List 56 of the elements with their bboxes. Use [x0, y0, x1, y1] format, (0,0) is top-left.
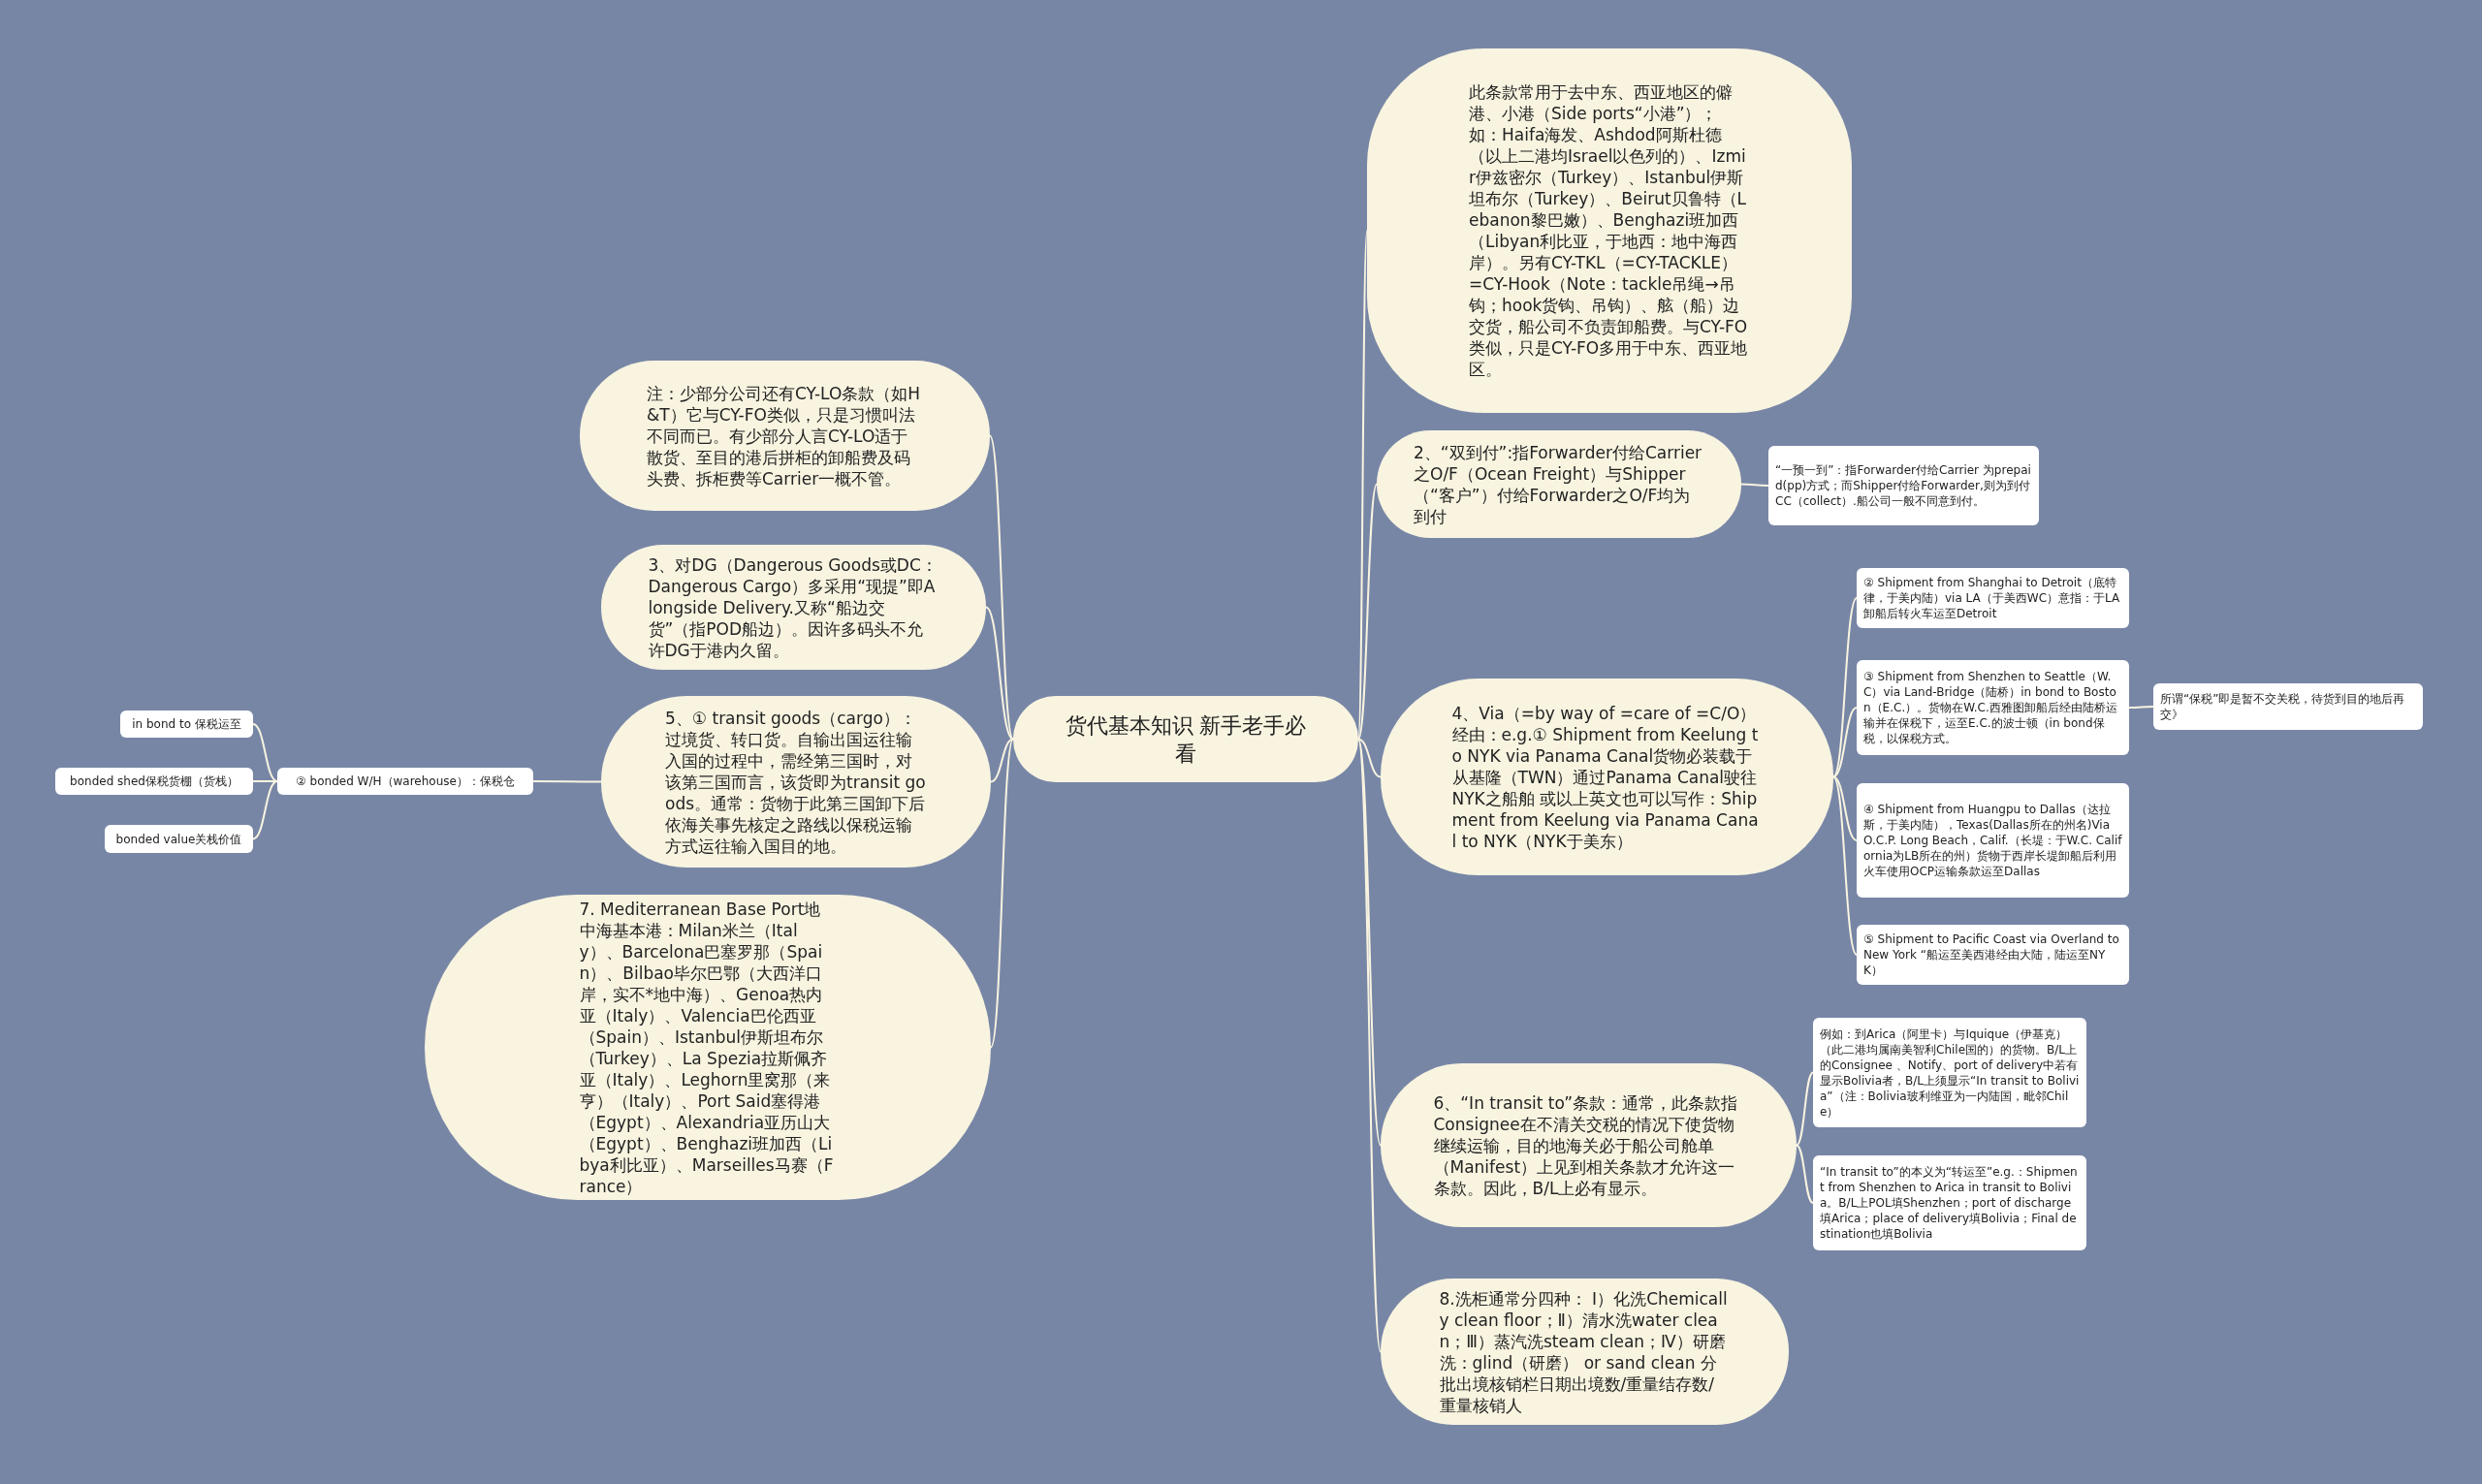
connector-line: [1357, 738, 1382, 1147]
connector-line: [989, 434, 1014, 741]
note-box: [105, 825, 253, 853]
topic-text: 8.洗柜通常分四种： Ⅰ）化洗Chemically clean floor；Ⅱ）清水洗water clean；Ⅲ）蒸汽洗steam clean；Ⅳ）研磨洗：glind（研磨） or sand clean 分批出境核销栏日期出境数/重量结存数/重量核销人: [1439, 1287, 1729, 1416]
connector-line: [1832, 707, 1858, 778]
note-box: [1857, 568, 2129, 628]
note-box: [2153, 683, 2423, 730]
note-box: [120, 710, 253, 738]
note-box: [277, 768, 533, 795]
connector-line: [1832, 775, 1858, 841]
topic-bubble: [1381, 1279, 1789, 1425]
connector-line: [2128, 706, 2154, 709]
topic-text: 6、“In transit to”条款：通常，此条款指Consignee在不清关交税的情况下使货物继续运输，目的地海关必于船公司舱单（Manifest）上见到相关条款才允许这一条款。因此，B/L上必有显示。: [1433, 1091, 1739, 1199]
topic-text: 注：少部分公司还有CY-LO条款（如H&T）它与CY-FO类似，只是习惯叫法不同而已。有少部分人言CY-LO适于散货、至目的港后拼柜的卸船费及码头费、拆柜费等Carrier一概不管。: [647, 382, 922, 489]
central-topic-bubble: [1013, 696, 1358, 782]
connector-line: [990, 738, 1014, 783]
connector-line: [1796, 1071, 1814, 1147]
central-topic-text: 货代基本知识 新手老手必看: [1065, 711, 1307, 768]
topic-text: 5、① transit goods（cargo）：过境货、转口货。自输出国运往输入国的过程中，需经第三国时，对该第三国而言，该货即为transit goods。通常：货物于此第三国卸下后依海关事先核定之路线以保税运输方式运往输入国目的地。: [665, 707, 927, 857]
note-box: [1768, 446, 2039, 525]
topic-text: 7. Mediterranean Base Port地中海基本港：Milan米兰（Italy）、Barcelona巴塞罗那（Spain）、Bilbao毕尔巴鄂（大西洋口岸，实不*地中海）、Genoa热内亚（Italy）、Valencia巴伦西亚（Spain）、Istanbul伊斯坦布尔（Turkey）、La Spezia拉斯佩齐亚（Italy）、Leghorn里窝那（来亨）（Italy）、Port Said塞得港（Egypt）、Alexandria亚历山大（Egypt）、Benghazi班加西（Libya利比亚）、Marseilles马赛（France）: [579, 898, 835, 1197]
connector-line: [532, 780, 602, 783]
note-text: in bond to 保税运至: [132, 716, 241, 732]
note-text: “In transit to”的本义为“转运至”e.g.：Shipment from Shenzhen to Arica in transit to Bolivia。B/L上POL填Shenzhen；port of discharge填Arica；place of delivery填Bolivia；Final destination也填Bolivia: [1820, 1164, 2079, 1242]
note-box: [1857, 925, 2129, 985]
connector-line: [985, 606, 1014, 741]
note-text: ② bonded W/H（warehouse）：保税仓: [296, 774, 515, 789]
topic-text: 3、对DG（Dangerous Goods或DC：Dangerous Cargo）多采用“现提”即Alongside Delivery.又称“船边交货”（指POD船边）。因许多码头不允许DG于港内久留。: [648, 553, 939, 661]
connector-line: [252, 723, 278, 782]
note-text: 所谓“保税”即是暂不交关税，待货到目的地后再交》: [2160, 691, 2406, 722]
note-text: ④ Shipment from Huangpu to Dallas（达拉斯，于美内陆），Texas(Dallas所在的州名)Via O.C.P. Long Beach，Calif.（长堤：于W.C. California为LB所在的州）货物于西岸长堤卸船后利用火车使用OCP运输条款运至Dallas: [1863, 802, 2122, 879]
topic-bubble: [1367, 48, 1852, 413]
note-box: [1857, 660, 2129, 755]
topic-text: 4、Via（=by way of =care of =C/O）经由：e.g.① Shipment from Keelung to NYK via Panama Canal货物必装载于从基隆（TWN）通过Panama Canal驶往NYK之船舶 或以上英文也可以写作：Shipment from Keelung via Panama Canal to NYK（NYK于美东）: [1451, 702, 1760, 852]
topic-text: 2、“双到付”:指Forwarder付给Carrier之O/F（Ocean Freight）与Shipper（“客户”）付给Forwarder之O/F均为到付: [1414, 441, 1703, 527]
note-box: [1813, 1155, 2086, 1250]
connector-line: [1357, 483, 1378, 741]
connector-line: [252, 780, 278, 840]
note-box: [55, 768, 253, 795]
note-text: “一预一到”：指Forwarder付给Carrier 为prepaid(pp)方式；而Shipper付给Forwarder,则为到付CC（collect）.船公司一般不同意到付。: [1775, 462, 2032, 509]
connector-line: [1796, 1144, 1814, 1204]
connector-line: [1357, 738, 1382, 1353]
note-text: bonded value关栈价值: [115, 831, 242, 847]
connector-line: [1832, 597, 1858, 778]
note-text: ② Shipment from Shanghai to Detroit（底特律，于美内陆）via LA（于美西WC）意指：于LA卸船后转火车运至Detroit: [1863, 575, 2121, 621]
connector-line: [1357, 738, 1382, 778]
note-text: ⑤ Shipment to Pacific Coast via Overland to New York “船运至美西港经由大陆，陆运至NYK）: [1863, 931, 2120, 978]
connector-line: [1832, 775, 1858, 956]
note-text: 例如：到Arica（阿里卡）与Iquique（伊基克）（此二港均属南美智利Chile国的）的货物。B/L上的Consignee 、Notify、port of delivery中若有显示Bolivia者，B/L上须显示“In transit to Bolivia”（注：Bolivia玻利维亚为一内陆国，毗邻Chile）: [1820, 1026, 2080, 1120]
connector-line: [1740, 483, 1769, 487]
note-box: [1857, 783, 2129, 898]
note-text: ③ Shipment from Shenzhen to Seattle（W.C）via Land-Bridge（陆桥）in bond to Boston（E.C.）。货物在W.C.西雅图卸船后经由陆桥运输并在保税下，运至E.C.的波士顿（in bond保税，以保税方式。: [1863, 669, 2118, 746]
connector-line: [990, 738, 1014, 1049]
topic-text: 此条款常用于去中东、西亚地区的僻港、小港（Side ports“小港”）；如：Haifa海发、Ashdod阿斯杜德（以上二港均Israel以色列的）、Izmir伊兹密尔（Turkey）、Istanbul伊斯坦布尔（Turkey）、Beirut贝鲁特（Lebanon黎巴嫩）、Benghazi班加西（Libyan利比亚，于地西：地中海西岸）。另有CY-TKL（=CY-TACKLE）=CY-Hook（Note：tackle吊绳→吊钩；hook货钩、吊钩）、舷（船）边交货，船公司不负责卸船费。与CY-FO类似，只是CY-FO多用于中东、西亚地区。: [1469, 81, 1749, 380]
note-text: bonded shed保税货棚（货栈）: [70, 774, 239, 789]
note-box: [1813, 1018, 2086, 1127]
